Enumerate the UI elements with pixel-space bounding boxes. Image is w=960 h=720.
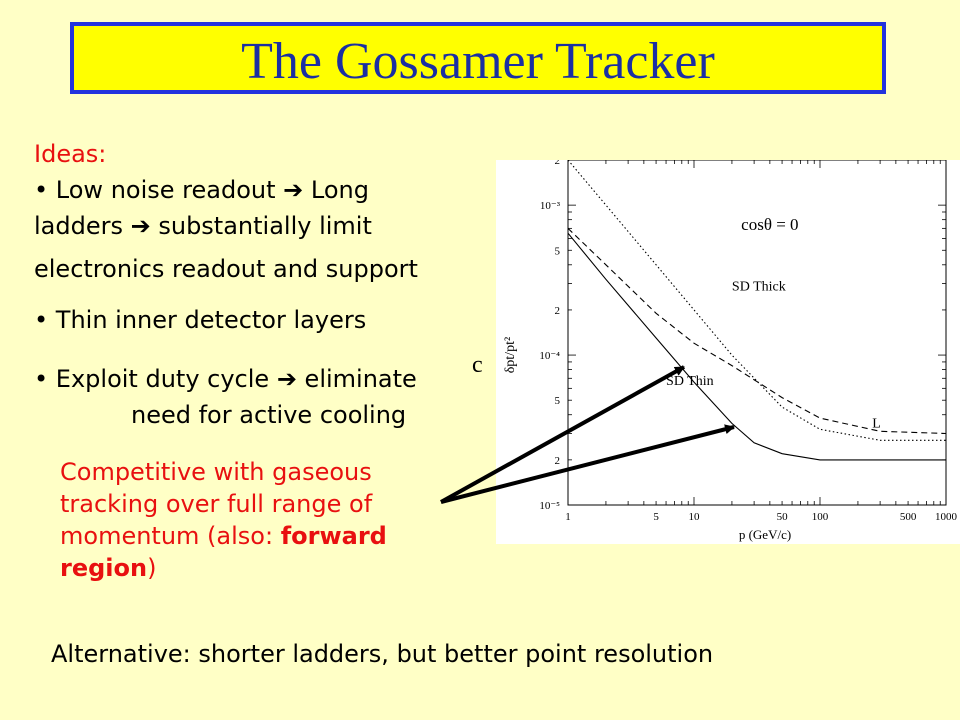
- bullet-low-noise: • Low noise readout ➔ Long: [34, 172, 369, 208]
- y-tick-label: 2: [555, 455, 561, 467]
- series-label: SD Thick: [732, 279, 786, 294]
- bullet-text: electronics readout and support: [34, 255, 418, 283]
- bullet-low-noise-line2: ladders ➔ substantially limit: [34, 208, 372, 244]
- chart-annotation: cosθ = 0: [741, 215, 798, 234]
- x-tick-label: 100: [812, 511, 829, 523]
- resolution-chart-svg: 1 5 10 50 100 500 1000 2 10⁻³ 5 2 10⁻⁴ 5 2 10⁻⁵ p (GeV/…: [503, 155, 958, 542]
- y-tick-label: 5: [555, 245, 561, 257]
- x-tick-label: 1000: [935, 511, 958, 523]
- bullet-text: substantially limit: [150, 212, 372, 240]
- page-title: The Gossamer Tracker: [241, 33, 715, 90]
- ideas-heading: Ideas:: [34, 140, 107, 168]
- bullet-dot: •: [34, 176, 49, 204]
- bullet-duty-cycle: • Exploit duty cycle ➔ eliminate: [34, 361, 417, 397]
- x-tick-label: 1: [565, 511, 571, 523]
- y-tick-label: 10⁻⁴: [539, 350, 560, 362]
- bullet-text: Exploit duty cycle: [55, 365, 277, 393]
- title-banner: The Gossamer Tracker: [70, 22, 886, 94]
- bullet-text: Long: [303, 176, 369, 204]
- competitive-text-end: ): [147, 554, 157, 582]
- right-arrow-icon: ➔: [276, 365, 297, 393]
- x-tick-label: 10: [689, 511, 701, 523]
- bullet-text: Thin inner detector layers: [55, 306, 367, 334]
- x-tick-label: 500: [900, 511, 917, 523]
- series-label: L: [872, 416, 881, 431]
- right-arrow-icon: ➔: [283, 176, 304, 204]
- resolution-plot: 1 5 10 50 100 500 1000 2 10⁻³ 5 2 10⁻⁴ 5 2 10⁻⁵ p (GeV/…: [496, 155, 960, 544]
- y-axis-label: δpt/pt²: [503, 337, 518, 373]
- y-tick-label: 10⁻³: [540, 200, 561, 212]
- y-tick-label: 5: [555, 395, 561, 407]
- x-tick-label: 5: [653, 511, 659, 523]
- competitive-note: Competitive with gaseous tracking over f…: [60, 456, 460, 584]
- bullet-duty-cycle-line2: need for active cooling: [131, 401, 407, 429]
- right-arrow-icon: ➔: [130, 212, 151, 240]
- stray-character: c: [472, 352, 483, 378]
- competitive-text: Competitive with gaseous tracking over f…: [60, 458, 373, 550]
- bullet-dot: •: [34, 306, 49, 334]
- plot-frame: [567, 159, 947, 506]
- competitive-bold: forward region: [60, 522, 387, 582]
- series-line: [567, 228, 947, 435]
- bullet-dot: •: [34, 365, 49, 393]
- y-tick-label: 2: [555, 160, 561, 167]
- alternative-note: Alternative: shorter ladders, but better…: [51, 640, 714, 668]
- bullet-text: Low noise readout: [55, 176, 284, 204]
- bullet-text: eliminate: [296, 365, 417, 393]
- series-line: [567, 159, 946, 441]
- series-label: SD Thin: [666, 374, 714, 389]
- y-tick-label: 10⁻⁵: [539, 500, 560, 512]
- bullet-thin-layers: • Thin inner detector layers: [34, 302, 366, 338]
- series-line: [567, 232, 946, 461]
- y-tick-label: 2: [555, 305, 561, 317]
- bullet-text: ladders: [34, 212, 131, 240]
- bullet-low-noise-line3: electronics readout and support: [34, 251, 418, 287]
- x-tick-label: 50: [777, 511, 789, 523]
- x-axis-label: p (GeV/c): [739, 527, 791, 542]
